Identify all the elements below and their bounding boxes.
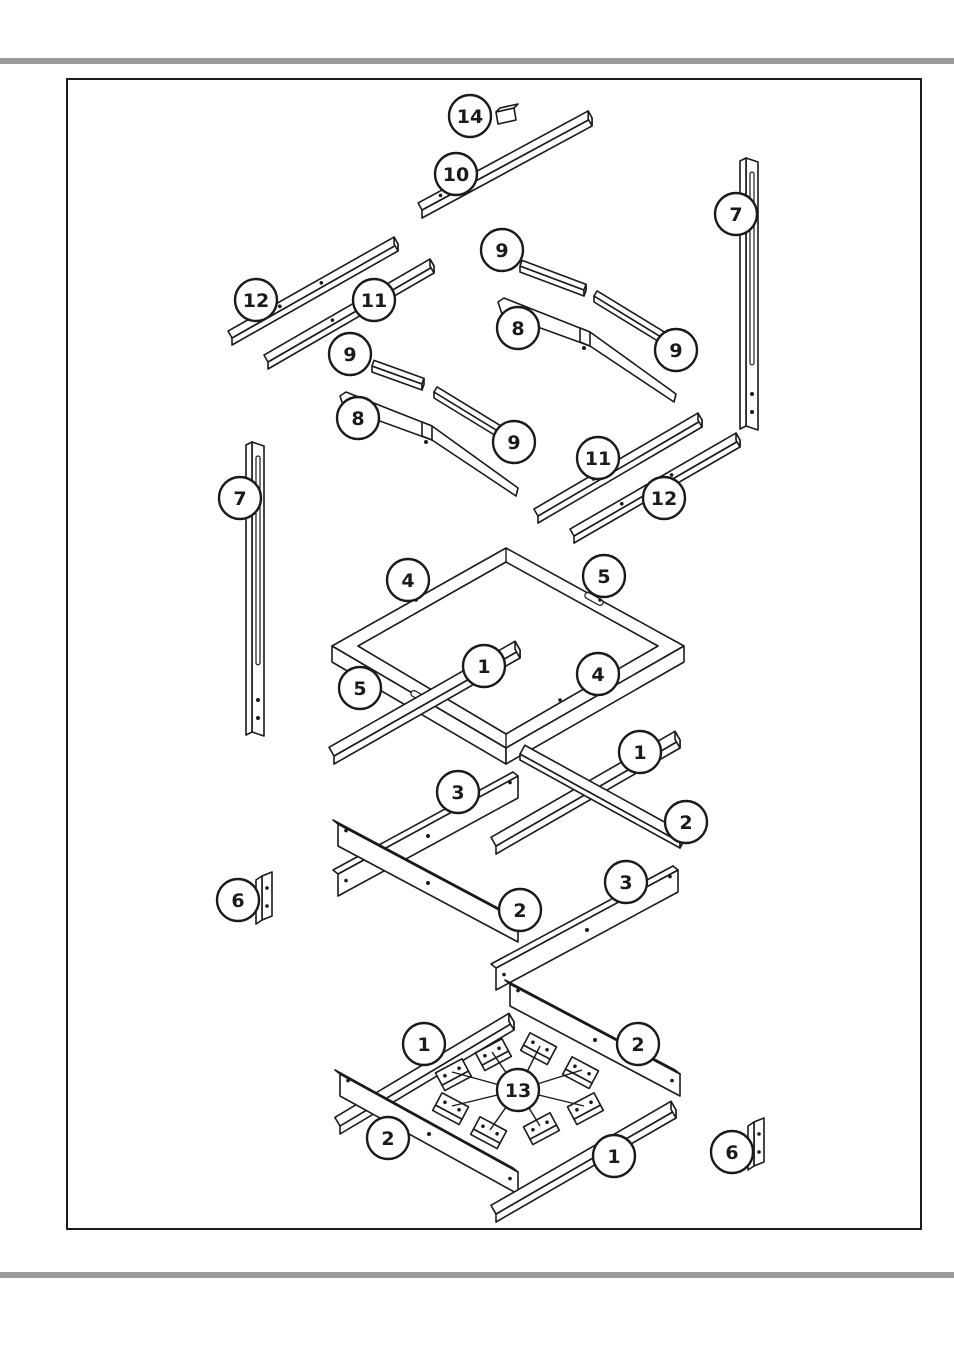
- callout-1: 1: [617, 729, 663, 775]
- callout-2: 2: [663, 799, 709, 845]
- callout-2: 2: [365, 1115, 411, 1161]
- callout-4: 4: [385, 557, 431, 603]
- callout-6: 6: [709, 1129, 755, 1175]
- callout-9: 9: [327, 331, 373, 377]
- callout-label: 1: [477, 656, 490, 678]
- callout-11: 11: [351, 277, 397, 323]
- callout-label: 5: [597, 566, 610, 588]
- callout-5: 5: [581, 553, 627, 599]
- callout-label: 14: [457, 106, 483, 128]
- callout-13: 13: [495, 1067, 541, 1113]
- callout-label: 12: [243, 290, 269, 312]
- callout-label: 8: [351, 408, 364, 430]
- callout-7: 7: [217, 475, 263, 521]
- callout-label: 2: [513, 900, 526, 922]
- callout-6: 6: [215, 877, 261, 923]
- callout-label: 6: [231, 890, 244, 912]
- callout-9: 9: [479, 227, 525, 273]
- callout-label: 9: [495, 240, 508, 262]
- part-9-bar-c: [371, 359, 425, 391]
- callout-label: 2: [631, 1034, 644, 1056]
- callout-1: 1: [401, 1021, 447, 1067]
- callout-label: 1: [607, 1146, 620, 1168]
- callout-label: 2: [381, 1128, 394, 1150]
- part-2-panel-mid: [332, 819, 519, 943]
- callout-label: 2: [679, 812, 692, 834]
- callout-4: 4: [575, 651, 621, 697]
- part-14-block-top: [495, 103, 519, 113]
- callout-label: 11: [361, 290, 387, 312]
- callout-label: 4: [401, 570, 414, 592]
- part-13-pad-6: [469, 1115, 508, 1150]
- callout-label: 12: [651, 488, 677, 510]
- callout-label: 13: [505, 1080, 531, 1102]
- callout-14: 14: [447, 93, 493, 139]
- top-divider-rule: [0, 58, 954, 64]
- callout-label: 8: [511, 318, 524, 340]
- part-9-bar-a: [519, 259, 587, 297]
- part-13-pad-4: [561, 1055, 600, 1090]
- callout-label: 7: [233, 488, 246, 510]
- callout-label: 3: [451, 782, 464, 804]
- callout-label: 7: [729, 204, 742, 226]
- part-9-bar-d: [433, 386, 510, 443]
- callout-label: 11: [585, 448, 611, 470]
- part-13-pad-7: [522, 1111, 561, 1146]
- callout-7: 7: [713, 191, 759, 237]
- callout-12: 12: [641, 475, 687, 521]
- callout-1: 1: [591, 1133, 637, 1179]
- callout-label: 9: [343, 344, 356, 366]
- callout-label: 10: [443, 164, 469, 186]
- callout-label: 9: [669, 340, 682, 362]
- callout-label: 5: [353, 678, 366, 700]
- callout-label: 1: [417, 1034, 430, 1056]
- callout-3: 3: [603, 859, 649, 905]
- callout-3: 3: [435, 769, 481, 815]
- callout-label: 6: [725, 1142, 738, 1164]
- callout-label: 4: [591, 664, 604, 686]
- part-13-pad-5: [431, 1091, 470, 1126]
- callout-5: 5: [337, 665, 383, 711]
- part-2-panel-low-front: [334, 1069, 519, 1195]
- callout-label: 9: [507, 432, 520, 454]
- callout-10: 10: [433, 151, 479, 197]
- callout-8: 8: [495, 305, 541, 351]
- callout-8: 8: [335, 395, 381, 441]
- callout-1: 1: [461, 643, 507, 689]
- callout-11: 11: [575, 435, 621, 481]
- callout-9: 9: [491, 419, 537, 465]
- callout-2: 2: [497, 887, 543, 933]
- callout-label: 3: [619, 872, 632, 894]
- callout-12: 12: [233, 277, 279, 323]
- callout-2: 2: [615, 1021, 661, 1067]
- part-13-pad-8: [566, 1091, 605, 1126]
- callout-9: 9: [653, 327, 699, 373]
- bottom-divider-rule: [0, 1272, 954, 1278]
- callout-label: 1: [633, 742, 646, 764]
